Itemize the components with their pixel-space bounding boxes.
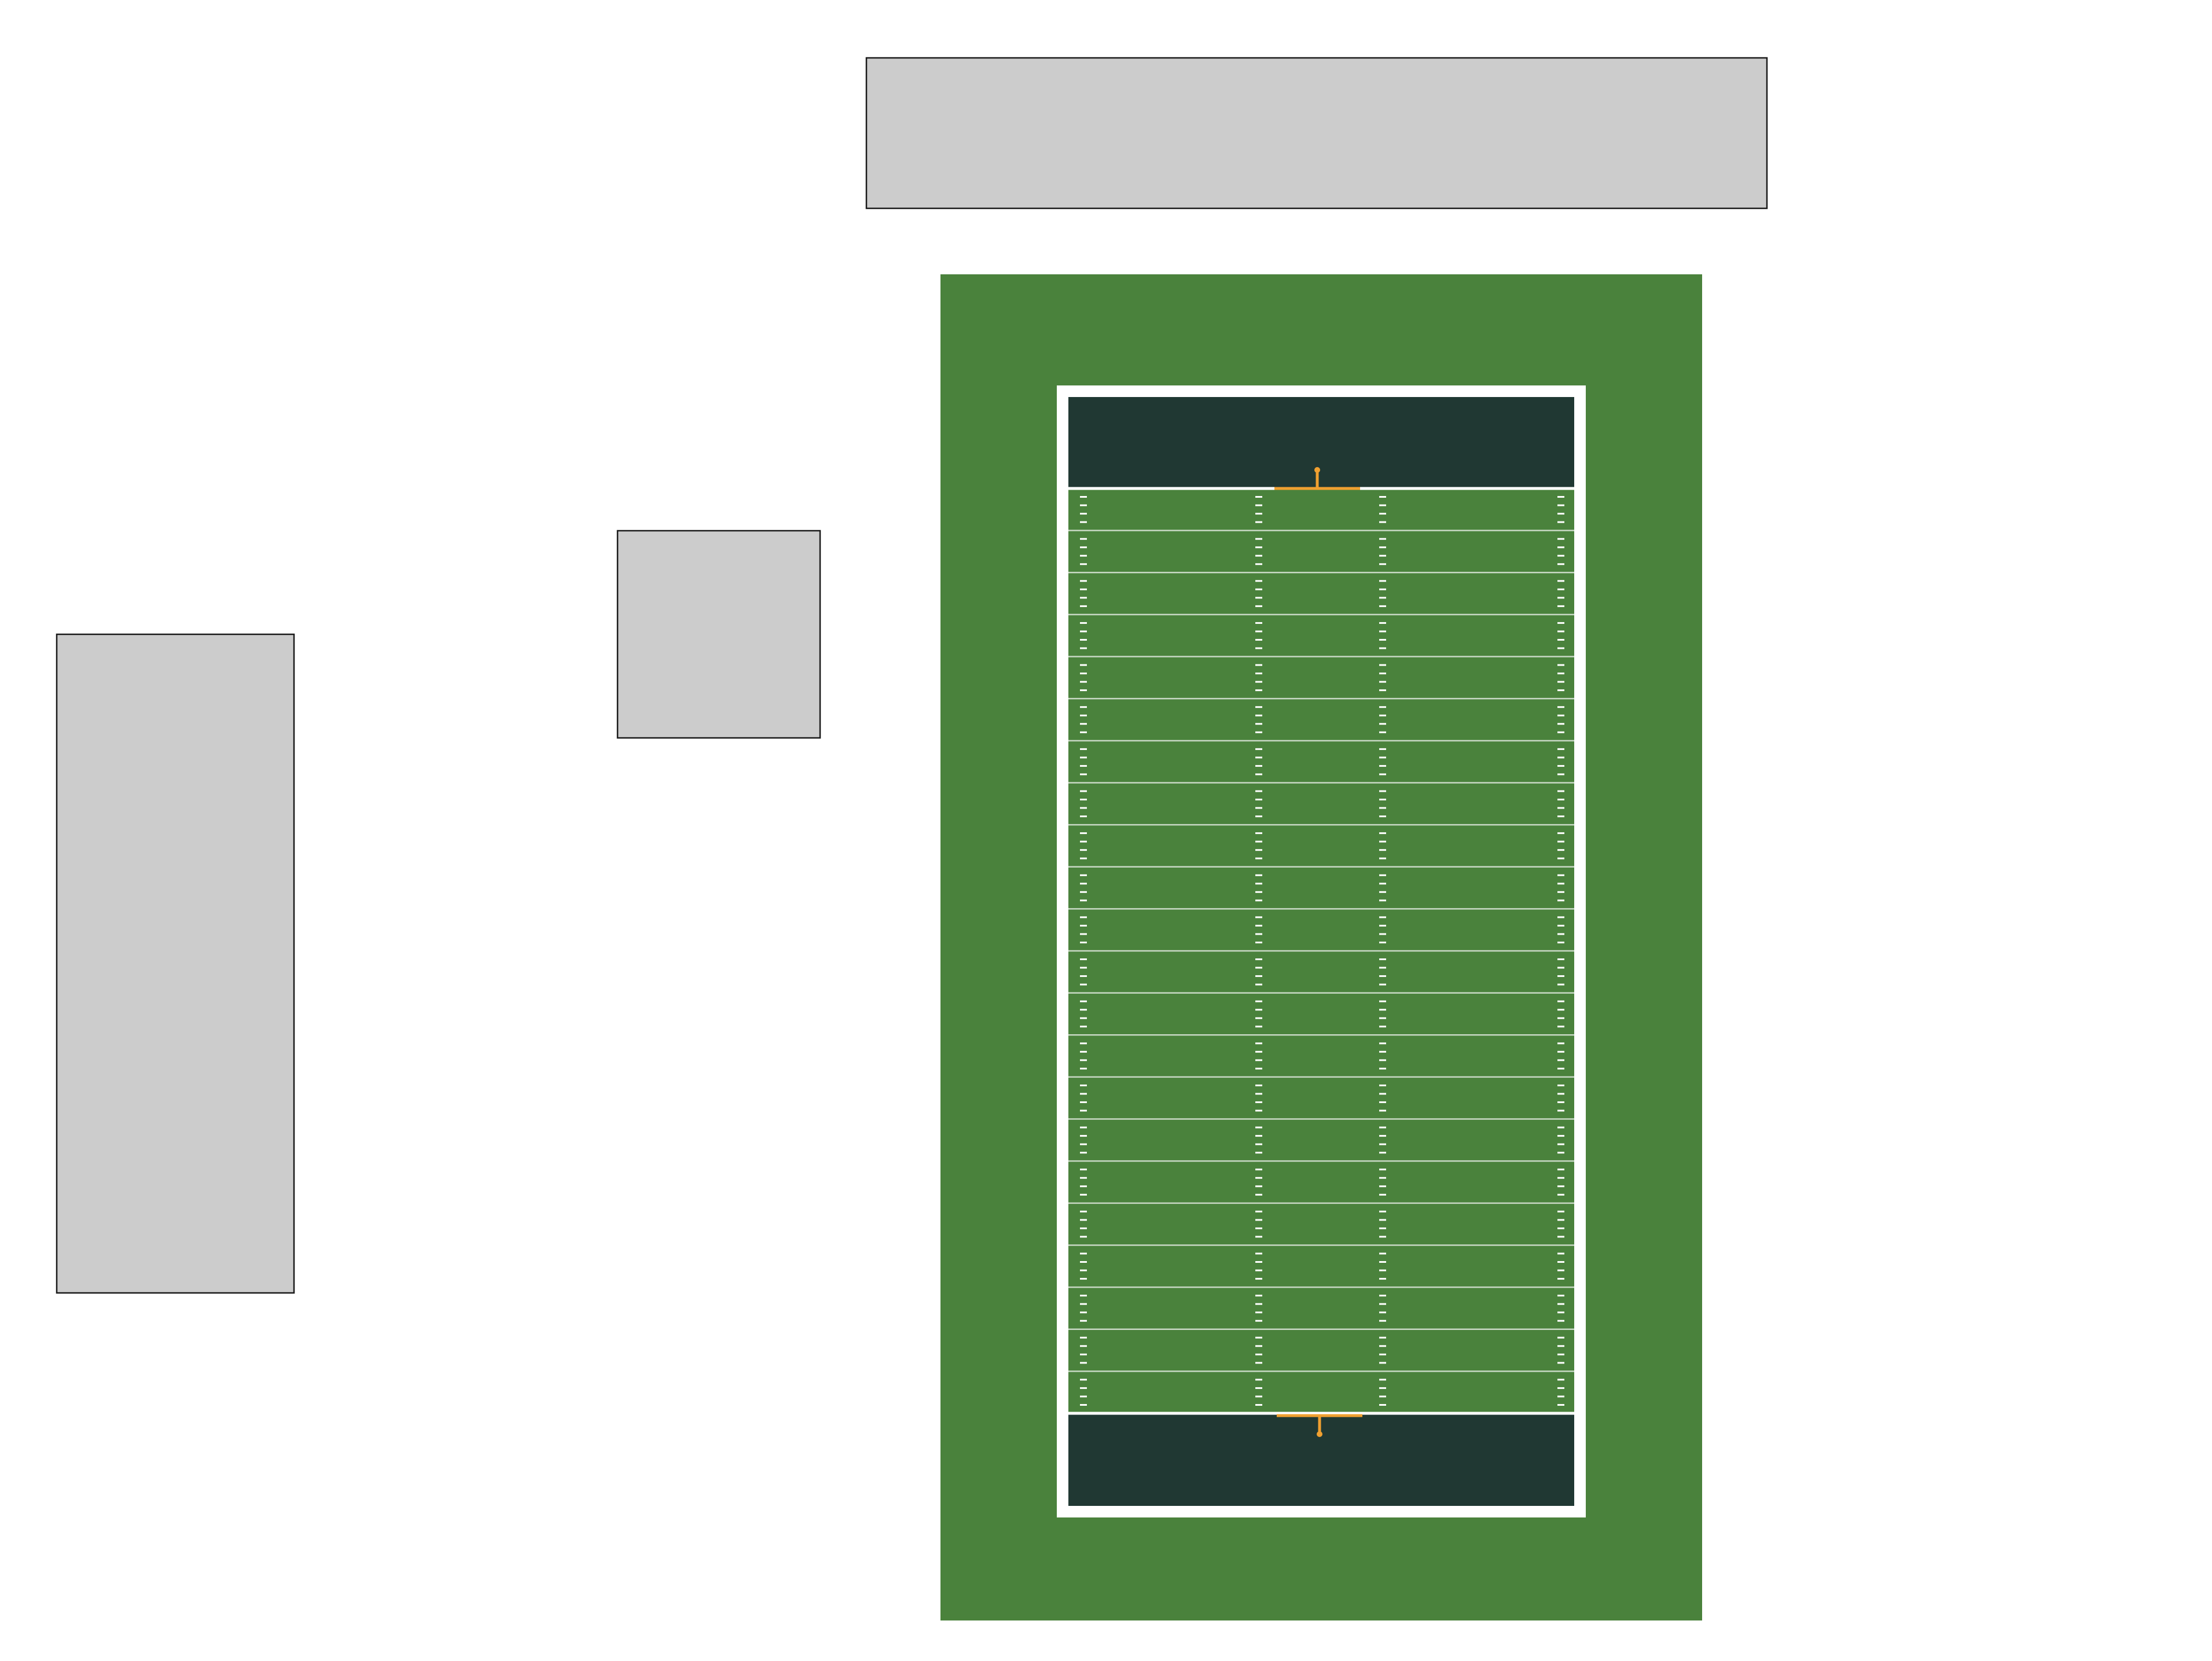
football-field (940, 274, 1702, 1620)
goal-post-top-tip (1314, 467, 1320, 473)
middle-small-block (616, 530, 821, 739)
hash-marks (1080, 496, 1564, 1406)
goal-posts (1274, 467, 1362, 1437)
endzone-top (1068, 397, 1574, 488)
left-tall-block (56, 633, 295, 1294)
endzone-bottom (1068, 1413, 1574, 1506)
goal-post-bottom-tip (1317, 1431, 1322, 1437)
top-banner-block (865, 57, 1768, 210)
yard-lines (1068, 487, 1574, 1415)
